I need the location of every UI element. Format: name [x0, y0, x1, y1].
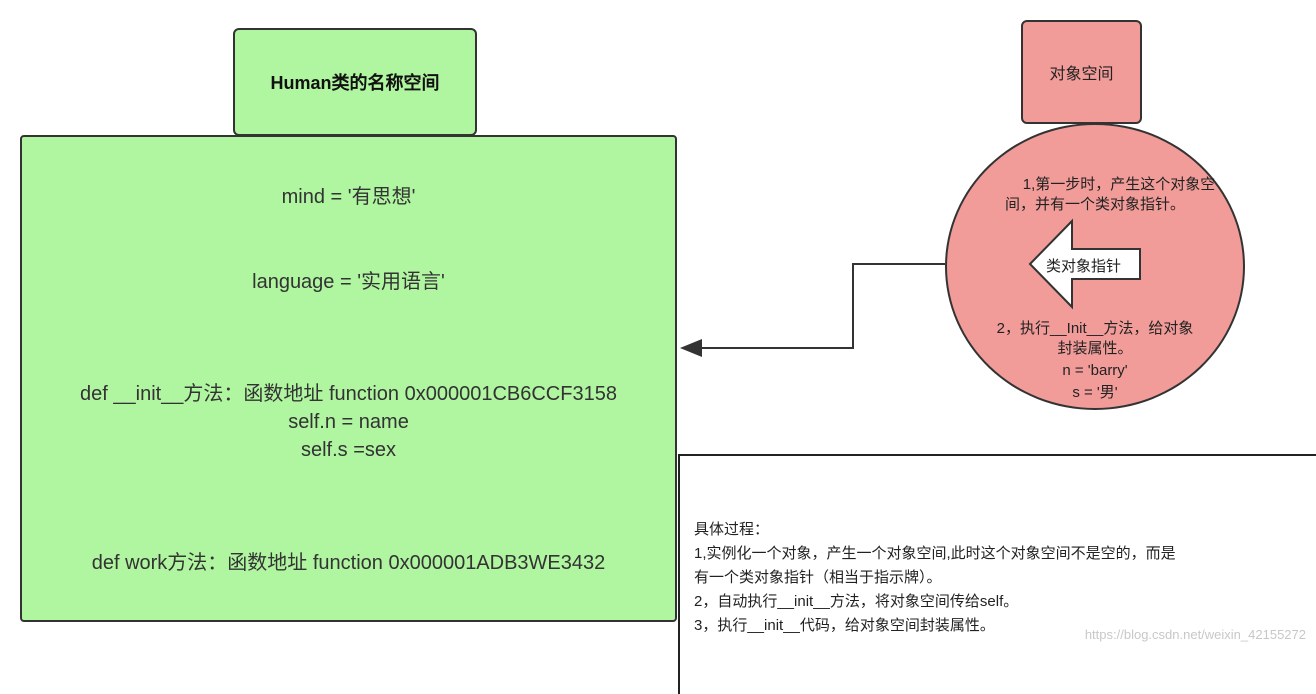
process-line-2: 有一个类对象指针（相当于指示牌）。 [694, 569, 942, 586]
process-heading: 具体过程： [694, 521, 770, 538]
pointer-connector-line [700, 263, 945, 349]
init-self-s: self.s =sex [300, 439, 397, 461]
language-attribute: language = '实用语言' [252, 271, 445, 293]
process-line-1: 1,实例化一个对象，产生一个对象空间,此时这个对象空间不是空的，而是 [694, 545, 1176, 562]
step1-line1: 1,第一步时，产生这个对象空 [1022, 176, 1216, 193]
connector-overlay [680, 218, 1141, 357]
class-namespace-title: Human类的名称空间 [233, 28, 477, 136]
process-description-box: 具体过程： 1,实例化一个对象，产生一个对象空间,此时这个对象空间不是空的，而是… [678, 454, 1316, 694]
class-pointer-label: 类对象指针 [1046, 258, 1122, 275]
watermark: https://blog.csdn.net/weixin_42155272 [1084, 627, 1306, 642]
pointer-arrowhead [680, 339, 702, 357]
class-pointer-block-arrow [1028, 218, 1141, 310]
object-namespace-title-text: 对象空间 [1049, 66, 1114, 83]
work-method: def work方法：函数地址 function 0x000001ADB3WE3… [91, 552, 606, 574]
attr-n: n = 'barry' [1062, 362, 1128, 379]
mind-attribute: mind = '有思想' [281, 186, 416, 208]
attr-s: s = '男' [1072, 384, 1118, 401]
class-namespace-title-text: Human类的名称空间 [270, 73, 440, 93]
process-line-3: 2，自动执行__init__方法，将对象空间传给self。 [694, 593, 1019, 610]
step1-line2: 间，并有一个类对象指针。 [1004, 196, 1185, 213]
step2-line1: 2，执行__Init__方法，给对象 [996, 320, 1194, 337]
process-line-4: 3，执行__init__代码，给对象空间封装属性。 [694, 617, 995, 634]
object-namespace-title: 对象空间 [1021, 20, 1142, 124]
init-self-n: self.n = name [288, 411, 409, 433]
init-method: def __init__方法：函数地址 function 0x000001CB6… [80, 383, 617, 405]
class-namespace-box: mind = '有思想' language = '实用语言' def __ini… [20, 135, 677, 622]
step2-line2: 封装属性。 [1057, 340, 1133, 357]
object-namespace-circle: 1,第一步时，产生这个对象空 间，并有一个类对象指针。 2，执行__Init__… [945, 123, 1245, 410]
